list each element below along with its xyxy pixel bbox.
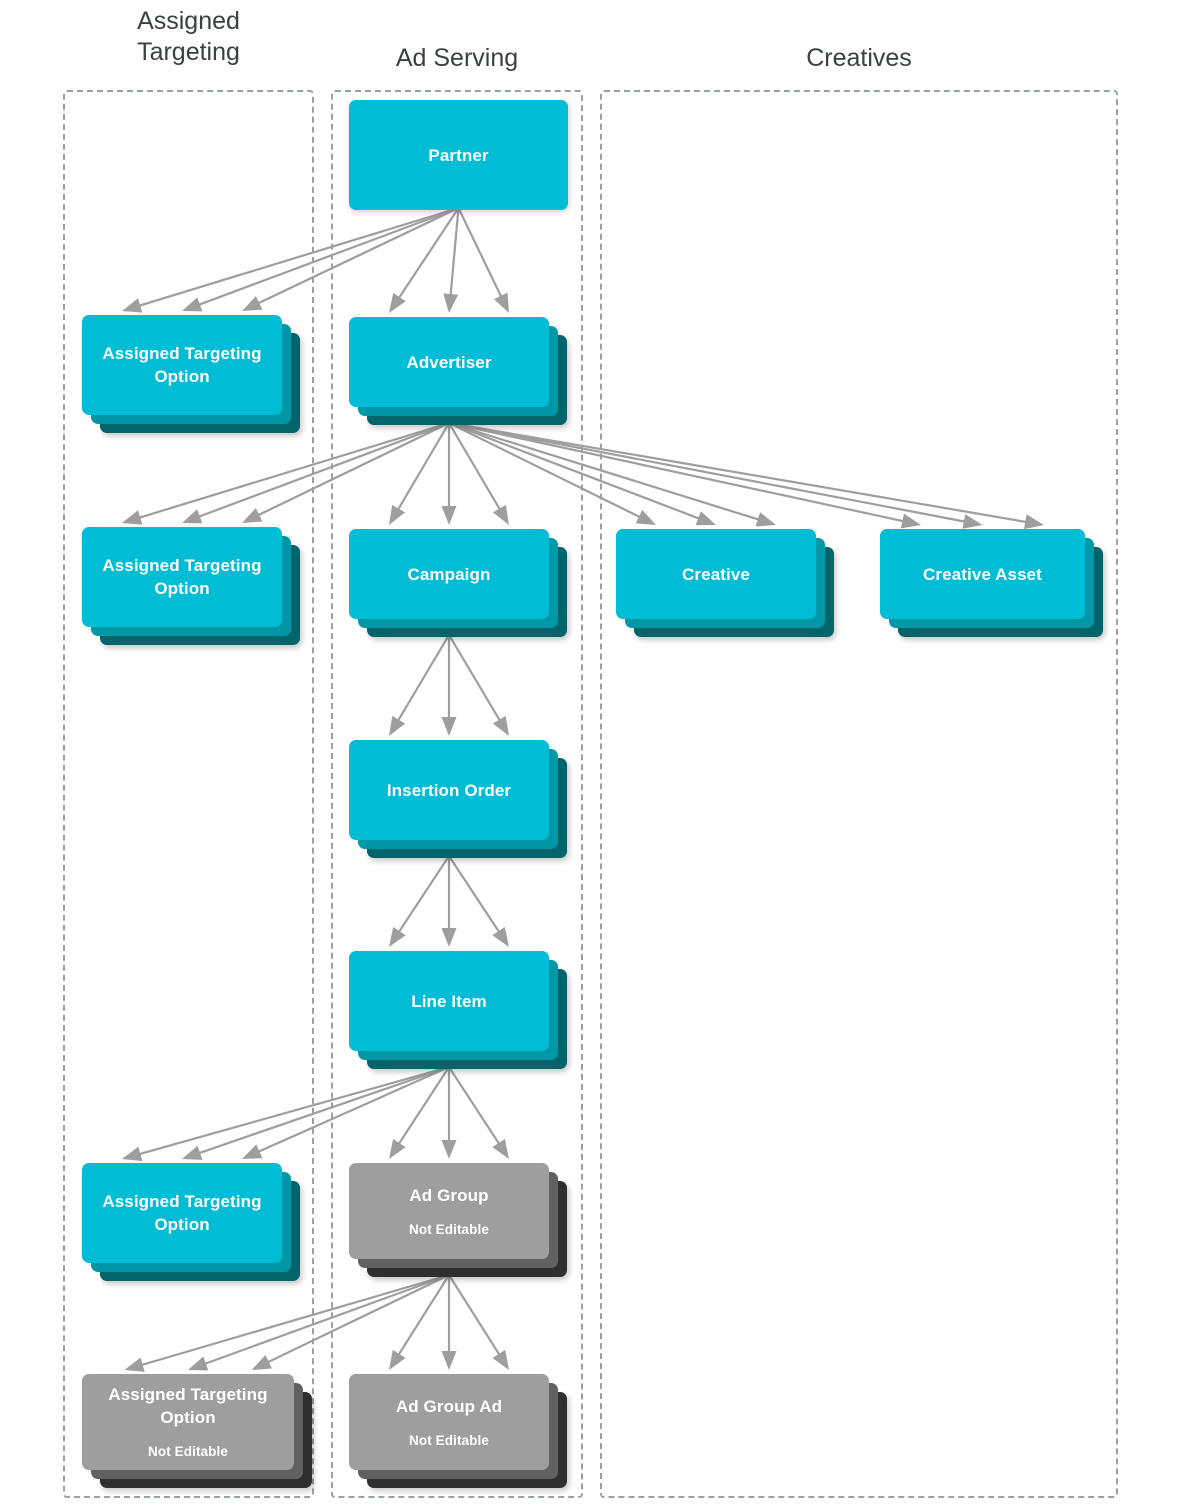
node-insertion-order[interactable]: Insertion Order <box>349 740 567 858</box>
node-sublabel: Not Editable <box>409 1432 489 1448</box>
node-label: Advertiser <box>406 352 492 372</box>
node-face-ato-partner[interactable]: Assigned Targeting Option <box>82 315 282 415</box>
node-label: Assigned Targeting Option <box>102 556 262 598</box>
node-face-partner[interactable]: Partner <box>349 100 568 210</box>
node-creative[interactable]: Creative <box>616 529 834 637</box>
column-header-assigned-targeting: Assigned Targeting <box>63 6 314 68</box>
node-label: Insertion Order <box>386 780 512 800</box>
node-face-insertion-order[interactable]: Insertion Order <box>349 740 549 840</box>
node-ato-advertiser[interactable]: Assigned Targeting Option <box>82 527 300 645</box>
column-header-creatives: Creatives <box>600 43 1118 74</box>
node-ato-line-item[interactable]: Assigned Targeting Option <box>82 1163 300 1281</box>
node-partner[interactable]: Partner <box>349 100 568 210</box>
node-face-ad-group-ad[interactable]: Ad Group Ad Not Editable <box>349 1374 549 1470</box>
node-face-advertiser[interactable]: Advertiser <box>349 317 549 407</box>
node-line-item[interactable]: Line Item <box>349 951 567 1069</box>
column-header-ad-serving: Ad Serving <box>331 43 583 74</box>
node-advertiser[interactable]: Advertiser <box>349 317 567 425</box>
column-header-line-2: Targeting <box>137 38 240 66</box>
column-header-line-1: Assigned <box>137 7 240 35</box>
node-sublabel: Not Editable <box>409 1221 489 1237</box>
node-label: Creative Asset <box>923 564 1042 584</box>
column-header-line-1: Ad Serving <box>395 44 519 72</box>
node-sublabel: Not Editable <box>148 1444 228 1459</box>
node-face-creative[interactable]: Creative <box>616 529 816 619</box>
node-label: Partner <box>428 145 489 165</box>
node-face-ato-advertiser[interactable]: Assigned Targeting Option <box>82 527 282 627</box>
node-face-ato-line-item[interactable]: Assigned Targeting Option <box>82 1163 282 1263</box>
node-label: Ad Group <box>409 1185 489 1205</box>
node-label: Line Item <box>411 991 487 1011</box>
node-ato-partner[interactable]: Assigned Targeting Option <box>82 315 300 433</box>
node-ad-group-ad[interactable]: Ad Group Ad Not Editable <box>349 1374 567 1488</box>
node-label: Ad Group Ad <box>395 1396 503 1416</box>
column-header-line-1: Creatives <box>806 44 912 72</box>
node-campaign[interactable]: Campaign <box>349 529 567 637</box>
node-label: Assigned Targeting Option <box>108 1385 268 1427</box>
node-face-creative-asset[interactable]: Creative Asset <box>880 529 1085 619</box>
node-face-line-item[interactable]: Line Item <box>349 951 549 1051</box>
column-container-creatives <box>600 90 1118 1498</box>
node-face-campaign[interactable]: Campaign <box>349 529 549 619</box>
node-label: Campaign <box>407 564 491 584</box>
node-label: Assigned Targeting Option <box>102 1192 262 1234</box>
node-label: Creative <box>682 564 750 584</box>
node-creative-asset[interactable]: Creative Asset <box>880 529 1103 637</box>
column-container-ad-serving <box>331 90 583 1498</box>
column-container-assigned-targeting <box>63 90 314 1498</box>
node-label: Assigned Targeting Option <box>102 344 262 386</box>
